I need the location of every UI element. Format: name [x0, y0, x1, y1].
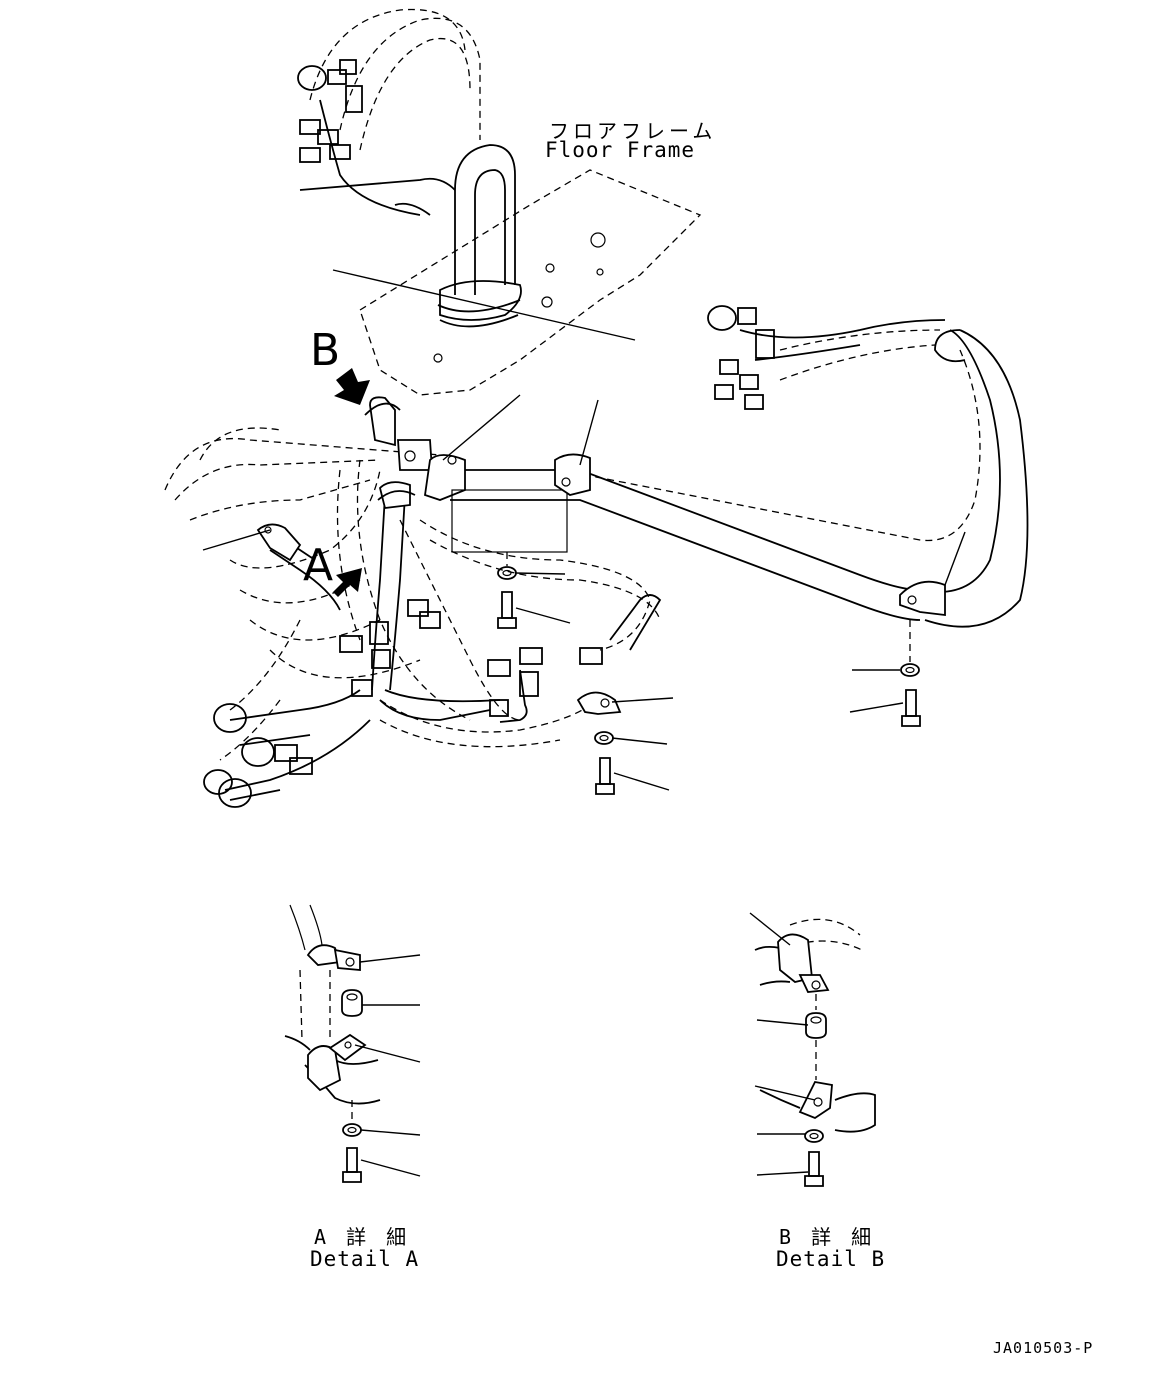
detail-a-label-jp: A 詳 細 — [314, 1225, 411, 1249]
right-lower-clamp — [899, 580, 946, 617]
main-hose-bundle-top — [299, 8, 522, 328]
left-hose-segments — [224, 494, 662, 801]
detail-b-drawing — [749, 912, 876, 1187]
lower-clamp — [576, 691, 622, 715]
leader-lines-main — [202, 269, 966, 791]
detail-a-label-en: Detail A — [310, 1247, 420, 1271]
left-hose-fittings — [203, 599, 603, 808]
center-clamp-block — [364, 396, 568, 553]
top-hose-fittings — [297, 59, 421, 216]
right-hose-arm — [450, 319, 1029, 628]
view-arrow-icon — [333, 368, 370, 597]
view-b-label: B — [310, 325, 341, 376]
view-a-label: A — [303, 540, 334, 591]
drawing-code: JA010503-P — [993, 1339, 1094, 1357]
detail-b-label-en: Detail B — [776, 1247, 886, 1271]
floor-frame-label-jp: フロアフレーム — [549, 119, 717, 143]
right-arm-clamp — [554, 453, 591, 496]
left-clamp — [256, 523, 302, 562]
floor-frame-plate — [359, 169, 702, 396]
left-hose-bundle — [164, 427, 661, 761]
fasteners — [497, 552, 921, 795]
floor-frame-label-en: Floor Frame — [545, 138, 696, 162]
detail-b-label-jp: B 詳 細 — [779, 1225, 876, 1249]
right-hose-fittings — [707, 305, 775, 410]
detail-a-drawing — [284, 904, 421, 1183]
